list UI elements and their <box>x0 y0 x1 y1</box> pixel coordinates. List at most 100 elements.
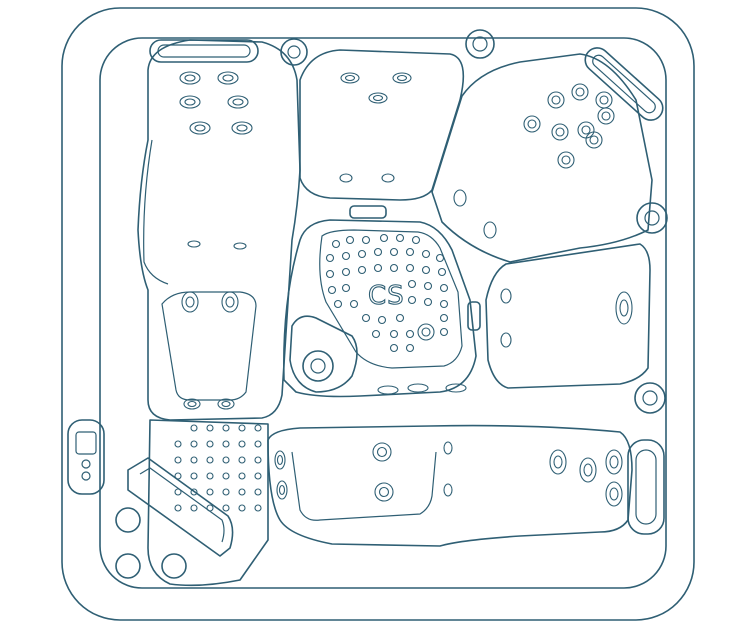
jet <box>423 297 433 307</box>
right-seat-outline <box>485 243 651 389</box>
jet-nozzle <box>581 125 591 135</box>
jet <box>500 288 512 304</box>
jet <box>238 440 246 448</box>
footwell-outline <box>283 219 477 398</box>
diverter-valve-inner <box>472 36 488 52</box>
jet <box>206 472 214 480</box>
jet-nozzle <box>344 74 356 82</box>
jet <box>274 450 286 470</box>
pillow-top-left <box>149 39 259 63</box>
jet <box>349 299 359 309</box>
jet <box>373 263 383 273</box>
diverter-valve-inner <box>642 390 658 406</box>
jet <box>189 121 211 135</box>
jet <box>174 504 182 512</box>
cup-holder <box>115 507 141 533</box>
jet <box>417 323 435 341</box>
jet-nozzle <box>378 486 390 498</box>
jet <box>443 441 453 455</box>
lounger-back-contour <box>161 291 257 401</box>
jet <box>605 449 623 475</box>
diverter-valve <box>465 29 495 59</box>
jet <box>597 107 615 125</box>
step-area-outline <box>147 419 269 587</box>
jet-nozzle <box>184 74 196 82</box>
jet <box>389 263 399 273</box>
lounger-seat-outline <box>137 39 301 421</box>
jet <box>238 504 246 512</box>
jet <box>374 482 394 502</box>
jet <box>222 440 230 448</box>
jet <box>183 398 201 410</box>
jet-nozzle <box>187 400 197 408</box>
jet-nozzle <box>396 74 408 82</box>
jet <box>373 247 383 257</box>
pillow-bottom-left-inner <box>139 467 225 543</box>
jet <box>341 267 351 277</box>
jet-nozzle <box>236 124 248 132</box>
jet <box>331 239 341 249</box>
footwell-inner-contour <box>319 229 463 369</box>
jet <box>222 504 230 512</box>
jet <box>405 247 415 257</box>
jet <box>341 283 351 293</box>
jet <box>453 189 467 207</box>
jet-nozzle <box>583 463 593 477</box>
jet <box>361 235 371 245</box>
jet <box>439 327 449 337</box>
jet <box>523 115 541 133</box>
jet <box>395 313 405 323</box>
jet <box>405 263 415 273</box>
jet <box>187 240 201 248</box>
jet <box>423 281 433 291</box>
jet <box>595 91 613 109</box>
jet-nozzle <box>225 296 235 308</box>
jet-nozzle <box>278 484 286 496</box>
jet <box>381 173 395 183</box>
jet <box>333 299 343 309</box>
pillow-top-right-inner <box>592 54 656 114</box>
control-button <box>81 459 91 469</box>
jet-nozzle <box>276 454 284 466</box>
jet <box>254 504 262 512</box>
jet <box>340 72 360 84</box>
control-button <box>81 471 91 481</box>
jet <box>361 313 371 323</box>
jet <box>222 472 230 480</box>
outer-shell-rim <box>61 7 695 621</box>
jet <box>174 472 182 480</box>
jet-nozzle <box>609 455 619 469</box>
footwell-large-jet <box>302 350 334 382</box>
jet <box>421 265 431 275</box>
jet-nozzle <box>222 74 234 82</box>
diverter-valve-inner <box>287 45 301 59</box>
jet <box>405 343 415 353</box>
jet <box>615 291 633 325</box>
pillow-right-inner <box>635 449 657 525</box>
jet <box>254 456 262 464</box>
pillow-top-right <box>584 47 664 121</box>
jet <box>231 121 253 135</box>
jet <box>549 449 567 475</box>
jet <box>379 233 389 243</box>
jet-nozzle <box>527 119 537 129</box>
jet <box>372 442 392 462</box>
corner-seat-outline <box>431 53 653 263</box>
jet <box>395 233 405 243</box>
jet-nozzle <box>619 299 629 317</box>
jet <box>577 121 595 139</box>
jet <box>179 95 201 109</box>
jet <box>571 83 589 101</box>
bottom-bench-contour <box>291 451 437 521</box>
jet-nozzle <box>551 95 561 105</box>
cup-holder <box>161 553 187 579</box>
jet <box>217 398 235 410</box>
jet <box>389 343 399 353</box>
jet-nozzle <box>609 487 619 501</box>
jet <box>190 488 198 496</box>
jet <box>585 131 603 149</box>
jet <box>206 456 214 464</box>
jet <box>605 481 623 507</box>
pillow-top-left-inner <box>157 44 251 58</box>
